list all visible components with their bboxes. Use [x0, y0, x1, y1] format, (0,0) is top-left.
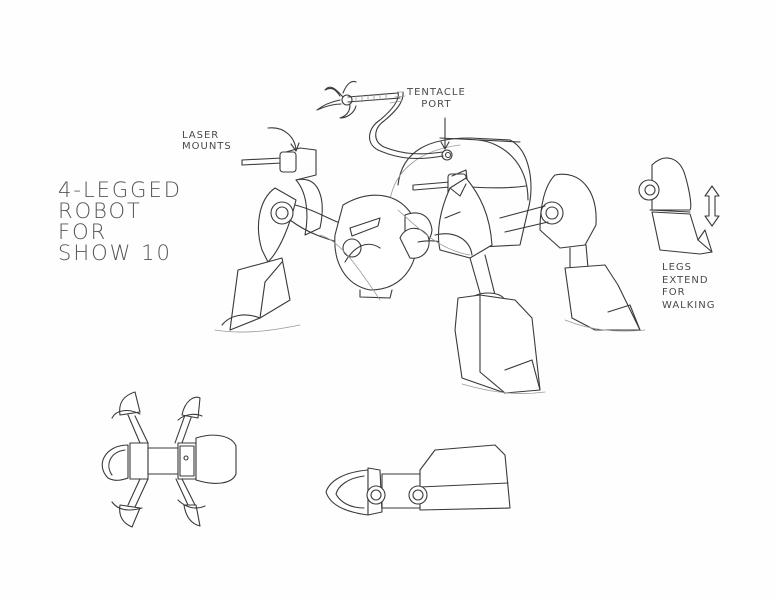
- laser-mounts-label: LASER MOUNTS: [182, 130, 232, 152]
- sketch-title: 4-LEGGED ROBOT FOR SHOW 10: [58, 178, 182, 265]
- top-view: [101, 391, 237, 528]
- main-robot-view: [214, 80, 646, 394]
- tentacle-port-label: TENTACLE PORT: [407, 87, 466, 110]
- side-view: [325, 444, 511, 516]
- legs-extend-label: LEGS EXTEND FOR WALKING: [662, 262, 716, 311]
- leg-detail-view: [638, 157, 713, 255]
- curved-arrow-icon: [267, 127, 297, 151]
- double-vertical-arrow-icon: [704, 185, 720, 227]
